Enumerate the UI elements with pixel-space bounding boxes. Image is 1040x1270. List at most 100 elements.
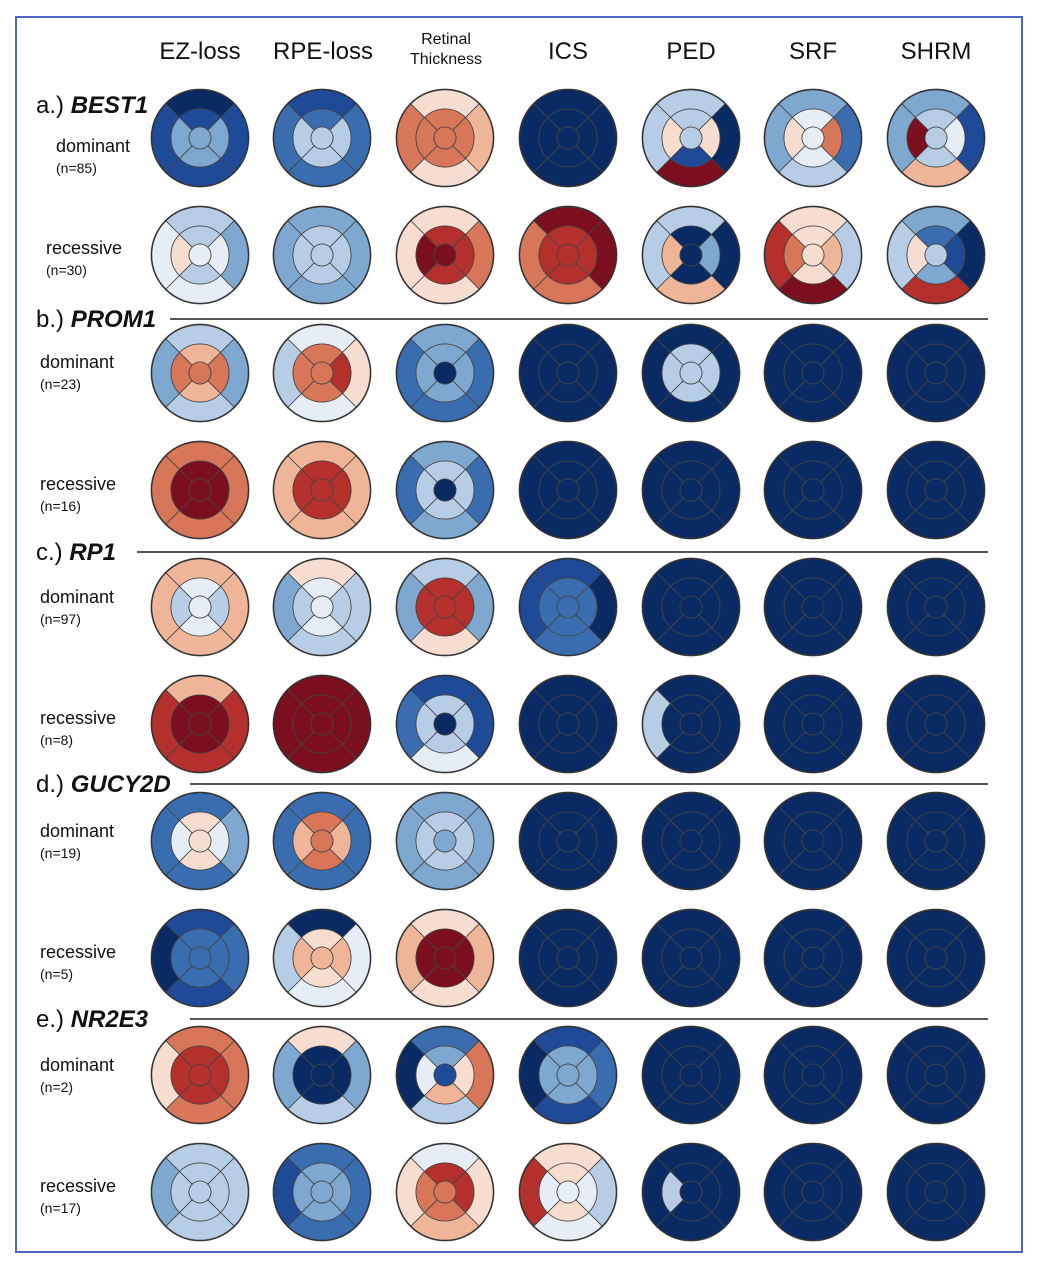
sector-map-rp1-recessive-ics	[518, 674, 618, 774]
sector-map-gucy2d-dominant-rpe-loss	[272, 791, 372, 891]
map-outline	[395, 323, 495, 423]
center-sector	[924, 361, 948, 385]
sector-map-prom1-recessive-ez-loss	[150, 440, 250, 540]
gene-heading-best1: a.) BEST1	[36, 92, 149, 119]
sector-map-best1-dominant-retinal-thickness	[395, 88, 495, 188]
center-sector	[679, 361, 703, 385]
map-outline	[395, 791, 495, 891]
sector-map-rp1-recessive-retinal-thickness	[395, 674, 495, 774]
sector-map-nr2e3-dominant-ez-loss	[150, 1025, 250, 1125]
sector-map-nr2e3-dominant-ics	[518, 1025, 618, 1125]
center-sector	[310, 126, 334, 150]
sector-map-rp1-dominant-ics	[518, 557, 618, 657]
column-header-ped: PED	[666, 38, 716, 65]
sector-map-rp1-dominant-srf	[763, 557, 863, 657]
map-outline	[518, 908, 618, 1008]
sector-map-gucy2d-dominant-ics	[518, 791, 618, 891]
section-divider	[170, 318, 988, 320]
center-sector	[801, 1063, 825, 1087]
row-label-rp1-recessive: recessive(n=8)	[40, 708, 117, 748]
map-outline	[150, 1025, 250, 1125]
sector-map-gucy2d-recessive-ez-loss	[150, 908, 250, 1008]
center-sector	[556, 595, 580, 619]
map-outline	[272, 88, 372, 188]
map-outline	[763, 88, 863, 188]
map-outline	[518, 323, 618, 423]
center-sector	[924, 829, 948, 853]
map-outline	[641, 440, 741, 540]
center-sector	[924, 243, 948, 267]
sector-map-gucy2d-dominant-ez-loss	[150, 791, 250, 891]
center-sector	[924, 1063, 948, 1087]
center-sector	[924, 478, 948, 502]
sector-map-rp1-dominant-ez-loss	[150, 557, 250, 657]
sector-map-prom1-dominant-ics	[518, 323, 618, 423]
map-outline	[763, 1025, 863, 1125]
map-outline	[886, 1025, 986, 1125]
center-sector	[310, 478, 334, 502]
row-label-nr2e3-recessive: recessive(n=17)	[40, 1176, 117, 1216]
sector-map-nr2e3-recessive-srf	[763, 1142, 863, 1242]
center-sector	[310, 712, 334, 736]
map-outline	[395, 205, 495, 305]
center-sector	[679, 126, 703, 150]
sector-map-prom1-recessive-srf	[763, 440, 863, 540]
map-outline	[150, 205, 250, 305]
sector-map-gucy2d-recessive-ics	[518, 908, 618, 1008]
map-outline	[641, 1025, 741, 1125]
sector-map-nr2e3-recessive-retinal-thickness	[395, 1142, 495, 1242]
sector-map-nr2e3-recessive-ics	[518, 1142, 618, 1242]
sector-map-best1-recessive-srf	[763, 205, 863, 305]
sector-map-gucy2d-recessive-shrm	[886, 908, 986, 1008]
center-sector	[924, 126, 948, 150]
sector-map-best1-recessive-ez-loss	[150, 205, 250, 305]
map-outline	[150, 1142, 250, 1242]
center-sector	[801, 243, 825, 267]
map-outline	[641, 88, 741, 188]
sector-map-nr2e3-recessive-ped	[641, 1142, 741, 1242]
center-sector	[556, 126, 580, 150]
row-label-best1-dominant: dominant(n=85)	[56, 136, 131, 176]
sector-map-prom1-recessive-ics	[518, 440, 618, 540]
sector-map-nr2e3-dominant-rpe-loss	[272, 1025, 372, 1125]
center-sector	[556, 946, 580, 970]
center-sector	[801, 1180, 825, 1204]
center-sector	[433, 946, 457, 970]
map-outline	[763, 440, 863, 540]
map-outline	[641, 791, 741, 891]
map-outline	[272, 908, 372, 1008]
center-sector	[433, 1063, 457, 1087]
sector-map-best1-dominant-shrm	[886, 88, 986, 188]
gene-heading-prom1: b.) PROM1	[36, 306, 157, 333]
sector-map-rp1-recessive-rpe-loss	[272, 674, 372, 774]
sector-map-rp1-dominant-rpe-loss	[272, 557, 372, 657]
map-outline	[395, 1142, 495, 1242]
sector-map-gucy2d-dominant-ped	[641, 791, 741, 891]
column-header-srf: SRF	[789, 38, 837, 65]
center-sector	[679, 595, 703, 619]
sector-map-gucy2d-recessive-rpe-loss	[272, 908, 372, 1008]
sector-map-nr2e3-dominant-retinal-thickness	[395, 1025, 495, 1125]
center-sector	[433, 126, 457, 150]
sector-map-nr2e3-dominant-ped	[641, 1025, 741, 1125]
sector-map-gucy2d-recessive-retinal-thickness	[395, 908, 495, 1008]
map-outline	[641, 674, 741, 774]
center-sector	[433, 1180, 457, 1204]
map-outline	[641, 205, 741, 305]
sector-map-nr2e3-recessive-shrm	[886, 1142, 986, 1242]
center-sector	[924, 946, 948, 970]
map-outline	[886, 440, 986, 540]
center-sector	[801, 595, 825, 619]
sector-map-best1-recessive-shrm	[886, 205, 986, 305]
sector-map-gucy2d-dominant-srf	[763, 791, 863, 891]
sector-map-prom1-dominant-ez-loss	[150, 323, 250, 423]
map-outline	[150, 791, 250, 891]
section-divider	[190, 1018, 988, 1020]
map-outline	[395, 88, 495, 188]
sector-map-best1-recessive-retinal-thickness	[395, 205, 495, 305]
center-sector	[188, 126, 212, 150]
map-outline	[395, 440, 495, 540]
sector-map-rp1-recessive-ped	[641, 674, 741, 774]
column-header-ics: ICS	[547, 38, 588, 65]
sector-map-best1-recessive-rpe-loss	[272, 205, 372, 305]
